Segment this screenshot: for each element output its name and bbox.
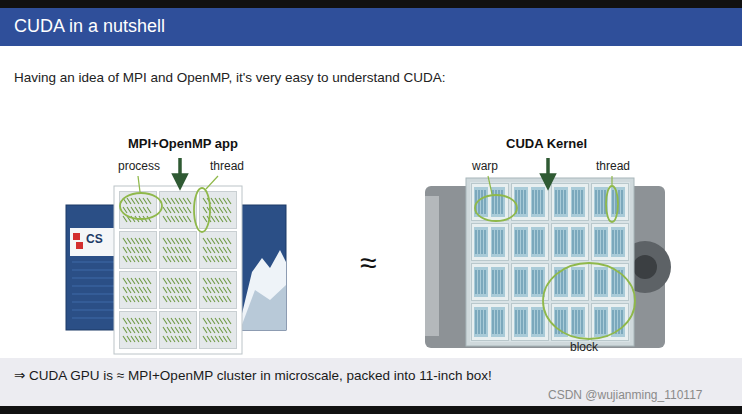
figure-heading: MPI+OpenMP app (128, 137, 238, 152)
slide-title: CUDA in a nutshell (14, 16, 165, 37)
part-label: thread (210, 160, 244, 174)
part-label: warp (472, 160, 498, 174)
figure-heading: CUDA Kernel (506, 137, 587, 152)
part-label: process (118, 160, 160, 174)
part-label: thread (596, 160, 630, 174)
part-label: block (570, 341, 598, 355)
logo-text: CS (86, 233, 103, 247)
watermark: CSDN @wujianming_110117 (548, 389, 702, 403)
slide-caption: ⇒ CUDA GPU is ≈ MPI+OpenMP cluster in mi… (14, 368, 492, 384)
slide-subtitle: Having an idea of MPI and OpenMP, it's v… (14, 70, 446, 86)
approx-sign: ≈ (360, 246, 376, 281)
